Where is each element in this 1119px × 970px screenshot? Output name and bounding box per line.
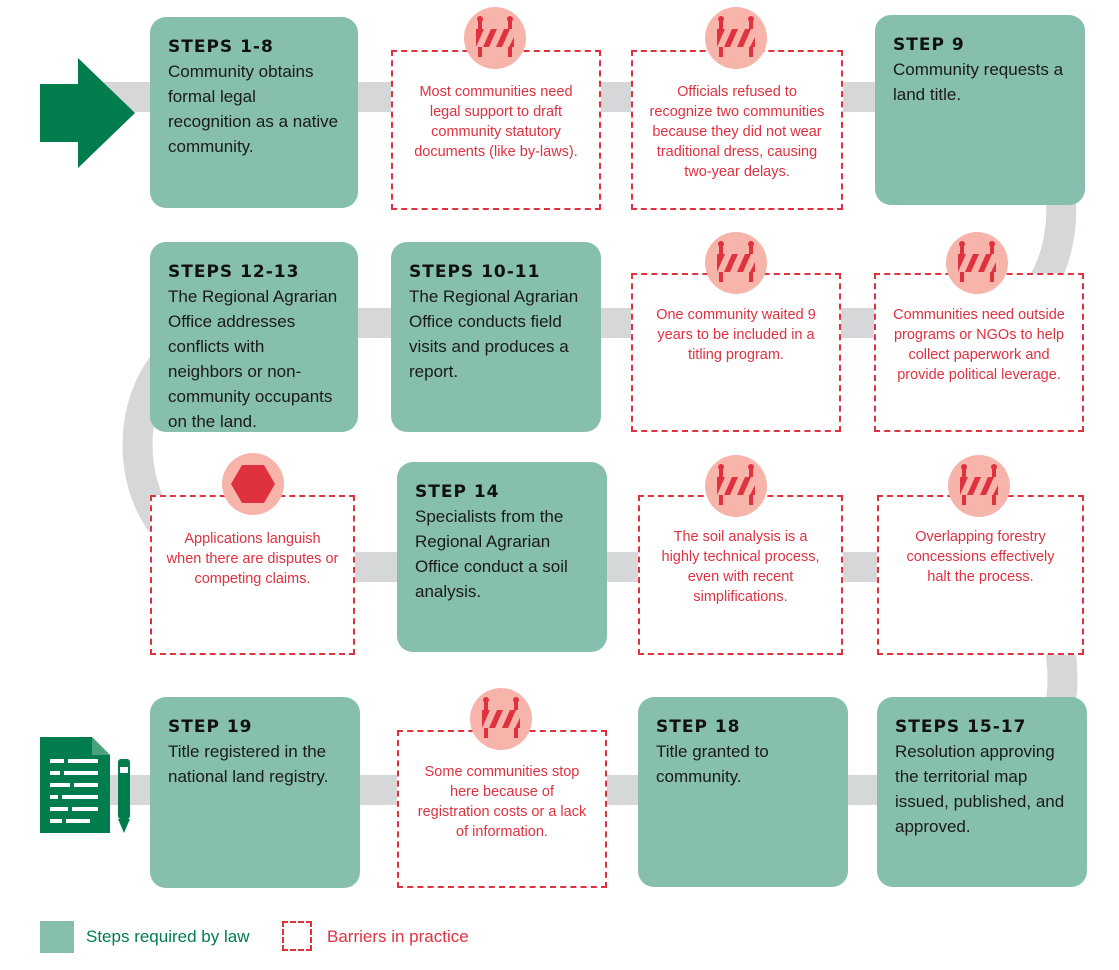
step-title: STEP 14 xyxy=(415,482,500,502)
step-title: STEP 9 xyxy=(893,35,965,55)
barrier-registration-costs: Some communities stop here because of re… xyxy=(397,730,607,888)
barrier-legal-support: Most communities need legal support to d… xyxy=(391,50,601,210)
barrier-soil-analysis: The soil analysis is a highly technical … xyxy=(638,495,843,655)
path-row-1 xyxy=(95,82,1078,805)
step-title: STEP 19 xyxy=(168,717,253,737)
step-box-19: STEP 19 Title registered in the national… xyxy=(150,697,360,888)
legend-label-law: Steps required by law xyxy=(86,927,250,946)
roadblock-barrier-icon xyxy=(946,232,1008,294)
step-box-18: STEP 18 Title granted to community. xyxy=(638,697,848,887)
barrier-text: Officials refused to recognize two commu… xyxy=(649,84,825,180)
roadblock-barrier-icon xyxy=(464,7,526,69)
legend-swatch-law xyxy=(40,921,74,953)
roadblock-barrier-icon xyxy=(705,232,767,294)
barrier-text: Overlapping forestry concessions effecti… xyxy=(906,529,1055,585)
step-box-12-13: STEPS 12-13 The Regional Agrarian Office… xyxy=(150,242,358,432)
step-description: Specialists from the Regional Agrarian O… xyxy=(415,507,568,601)
step-box-1-8: STEPS 1-8 Community obtains formal legal… xyxy=(150,17,358,208)
roadblock-barrier-icon xyxy=(948,455,1010,517)
step-box-10-11: STEPS 10-11 The Regional Agrarian Office… xyxy=(391,242,601,432)
barrier-text: Most communities need legal support to d… xyxy=(414,84,578,160)
legend-label-barrier: Barriers in practice xyxy=(327,927,469,946)
step-title: STEPS 1-8 xyxy=(168,37,274,57)
roadblock-barrier-icon xyxy=(705,7,767,69)
step-description: Community requests a land title. xyxy=(893,60,1064,104)
barrier-text: The soil analysis is a highly technical … xyxy=(661,529,820,605)
stop-hexagon-icon xyxy=(222,453,284,515)
step-title: STEPS 10-11 xyxy=(409,262,541,282)
step-description: Resolution approving the territorial map… xyxy=(895,742,1065,836)
step-title: STEP 18 xyxy=(656,717,741,737)
step-description: Community obtains formal legal recogniti… xyxy=(168,62,339,156)
step-title: STEPS 12-13 xyxy=(168,262,300,282)
barrier-disputes: Applications languish when there are dis… xyxy=(150,495,355,655)
barrier-text: Applications languish when there are dis… xyxy=(166,531,339,587)
barrier-traditional-dress: Officials refused to recognize two commu… xyxy=(631,50,843,210)
step-box-15-17: STEPS 15-17 Resolution approving the ter… xyxy=(877,697,1087,887)
step-description: Title granted to community. xyxy=(656,742,769,786)
barrier-text: Communities need outside programs or NGO… xyxy=(893,307,1065,383)
roadblock-barrier-icon xyxy=(705,455,767,517)
barrier-waited-9-years: One community waited 9 years to be inclu… xyxy=(631,273,841,432)
step-description: Title registered in the national land re… xyxy=(168,742,329,786)
barrier-text: Some communities stop here because of re… xyxy=(417,764,587,840)
legend-swatch-barrier xyxy=(282,921,312,951)
step-description: The Regional Agrarian Office addresses c… xyxy=(168,287,338,431)
step-box-14: STEP 14 Specialists from the Regional Ag… xyxy=(397,462,607,652)
step-description: The Regional Agrarian Office conducts fi… xyxy=(409,287,579,381)
start-arrow-icon xyxy=(40,58,135,168)
step-title: STEPS 15-17 xyxy=(895,717,1027,737)
step-box-9: STEP 9 Community requests a land title. xyxy=(875,15,1085,205)
document-pen-icon xyxy=(40,737,130,833)
roadblock-barrier-icon xyxy=(470,688,532,750)
barrier-outside-programs: Communities need outside programs or NGO… xyxy=(874,273,1084,432)
barrier-forestry-concessions: Overlapping forestry concessions effecti… xyxy=(877,495,1084,655)
barrier-text: One community waited 9 years to be inclu… xyxy=(656,307,816,363)
